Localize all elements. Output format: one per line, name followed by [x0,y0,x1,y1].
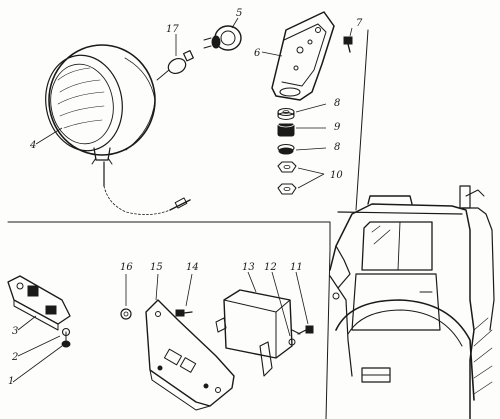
callout-12: 12 [264,262,277,273]
section-divider [7,29,369,419]
callout-11: 11 [290,262,303,273]
callout-8a: 8 [334,98,340,109]
bolt [343,36,353,53]
switch-assembly [7,275,71,348]
callout-9: 9 [334,122,341,133]
callout-16: 16 [120,262,133,273]
mounting-plate [145,299,235,411]
truck-cab [329,185,495,419]
callout-2: 2 [11,352,18,363]
callout-13: 13 [242,262,255,273]
terminal-screws [288,325,314,346]
mounting-bracket [271,11,335,101]
relay-unit [215,289,301,377]
callout-15: 15 [150,262,163,273]
callout-3: 3 [12,326,18,337]
screw [175,309,193,317]
headlamp [45,44,191,215]
nut [120,308,132,320]
lamp-socket [203,25,242,51]
callout-17: 17 [166,24,179,35]
callouts: 1 2 3 4 5 6 7 8 9 8 10 11 12 13 14 15 [8,8,363,387]
callout-1: 1 [8,376,14,387]
callout-6: 6 [254,48,261,59]
lamp-bulb [156,50,194,81]
callout-8b: 8 [334,142,340,153]
washer-stack [277,107,297,195]
callout-10: 10 [330,170,343,181]
callout-4: 4 [29,140,36,151]
callout-7: 7 [356,18,363,29]
callout-5: 5 [236,8,242,19]
callout-14: 14 [186,262,199,273]
